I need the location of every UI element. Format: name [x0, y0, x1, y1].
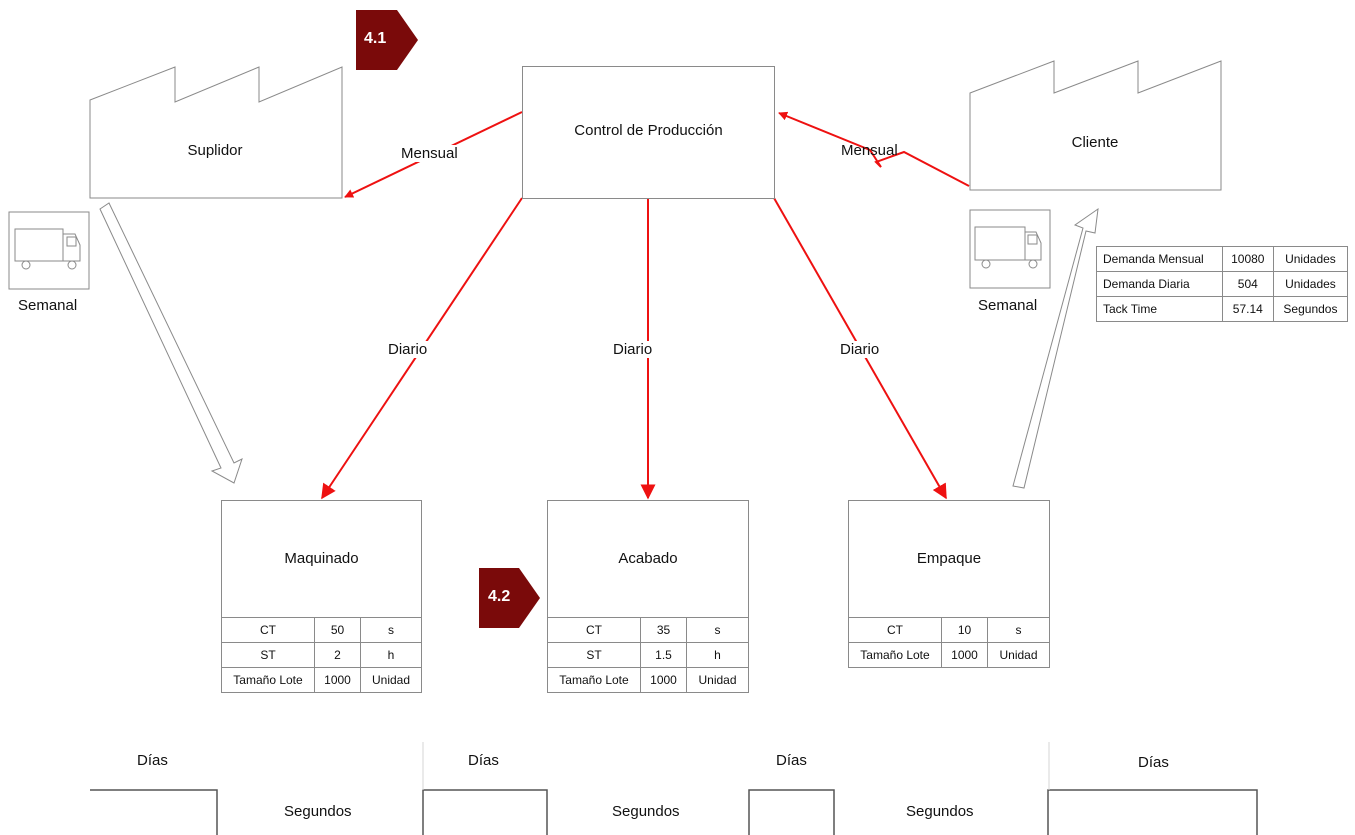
param-unit: Unidad — [686, 667, 749, 693]
table-row: CT 35 s — [547, 617, 749, 643]
param-value: 1000 — [941, 642, 988, 668]
process-box-acabado: Acabado — [547, 500, 749, 618]
demand-name: Tack Time — [1096, 296, 1223, 322]
param-name: CT — [547, 617, 641, 643]
param-value: 50 — [314, 617, 361, 643]
table-row: Tamaño Lote 1000 Unidad — [221, 667, 422, 693]
tag-4-1 — [356, 10, 418, 70]
shipment-arrow-supplier — [99, 202, 243, 484]
process-title-empaque: Empaque — [916, 550, 982, 567]
timeline — [90, 789, 1258, 835]
param-unit: s — [987, 617, 1050, 643]
param-unit: Unidad — [987, 642, 1050, 668]
flow-label-to-maquinado: Diario — [386, 341, 430, 358]
timeline-dias-label: Días — [1138, 754, 1169, 771]
truck-left-icon — [8, 211, 90, 290]
timeline-segundos-label: Segundos — [284, 803, 352, 820]
param-unit: h — [686, 642, 749, 668]
table-row: Tack Time 57.14 Segundos — [1096, 296, 1349, 322]
customer-factory-icon — [969, 60, 1222, 191]
flow-label-to-supplier: Mensual — [399, 145, 460, 162]
timeline-dividers — [422, 742, 1050, 790]
flow-line-from-customer — [778, 111, 970, 187]
timeline-segundos-label: Segundos — [612, 803, 680, 820]
param-value: 2 — [314, 642, 361, 668]
tag-4-1-label: 4.1 — [364, 30, 387, 47]
param-name: Tamaño Lote — [221, 667, 315, 693]
table-row: ST 1.5 h — [547, 642, 749, 668]
table-row: CT 50 s — [221, 617, 422, 643]
param-value: 10 — [941, 617, 988, 643]
supplier-label: Suplidor — [187, 142, 243, 159]
param-unit: s — [686, 617, 749, 643]
demand-value: 57.14 — [1221, 296, 1274, 322]
param-unit: h — [360, 642, 422, 668]
table-row: Demanda Diaria 504 Unidades — [1096, 271, 1349, 297]
demand-name: Demanda Mensual — [1096, 246, 1223, 272]
truck-right-label: Semanal — [978, 297, 1038, 314]
table-row: Tamaño Lote 1000 Unidad — [547, 667, 749, 693]
timeline-segundos-label: Segundos — [906, 803, 974, 820]
process-box-maquinado: Maquinado — [221, 500, 422, 618]
param-value: 35 — [640, 617, 687, 643]
process-table-maquinado: CT 50 s ST 2 h Tamaño Lote 1000 Unidad — [221, 617, 422, 693]
param-name: ST — [221, 642, 315, 668]
production-control-label: Control de Producción — [574, 122, 723, 139]
param-value: 1.5 — [640, 642, 687, 668]
truck-right-icon — [969, 209, 1051, 289]
param-name: CT — [848, 617, 942, 643]
flow-label-from-customer: Mensual — [841, 142, 898, 159]
production-control-box: Control de Producción — [522, 66, 775, 199]
param-unit: Unidad — [360, 667, 422, 693]
process-title-acabado: Acabado — [618, 550, 678, 567]
param-name: ST — [547, 642, 641, 668]
demand-unit: Unidades — [1272, 246, 1349, 272]
param-name: CT — [221, 617, 315, 643]
table-row: ST 2 h — [221, 642, 422, 668]
process-title-maquinado: Maquinado — [284, 550, 359, 567]
process-box-empaque: Empaque — [848, 500, 1050, 618]
table-row: Tamaño Lote 1000 Unidad — [848, 642, 1050, 668]
param-unit: s — [360, 617, 422, 643]
tag-4-2 — [479, 568, 540, 628]
process-table-empaque: CT 10 s Tamaño Lote 1000 Unidad — [848, 617, 1050, 668]
timeline-dias-label: Días — [137, 752, 168, 769]
timeline-dias-label: Días — [776, 752, 807, 769]
demand-value: 504 — [1221, 271, 1274, 297]
customer-label: Cliente — [1071, 134, 1119, 151]
truck-left-label: Semanal — [18, 297, 78, 314]
flow-label-to-empaque: Diario — [838, 341, 882, 358]
demand-table: Demanda Mensual 10080 Unidades Demanda D… — [1096, 246, 1349, 322]
param-name: Tamaño Lote — [848, 642, 942, 668]
process-table-acabado: CT 35 s ST 1.5 h Tamaño Lote 1000 Unidad — [547, 617, 749, 693]
shipment-arrow-customer — [1012, 207, 1099, 489]
flow-label-to-acabado: Diario — [611, 341, 655, 358]
demand-unit: Segundos — [1272, 296, 1349, 322]
demand-name: Demanda Diaria — [1096, 271, 1223, 297]
table-row: Demanda Mensual 10080 Unidades — [1096, 246, 1349, 272]
supplier-factory-icon — [89, 66, 343, 199]
demand-unit: Unidades — [1272, 271, 1349, 297]
table-row: CT 10 s — [848, 617, 1050, 643]
param-value: 1000 — [640, 667, 687, 693]
param-name: Tamaño Lote — [547, 667, 641, 693]
param-value: 1000 — [314, 667, 361, 693]
tag-4-2-label: 4.2 — [488, 588, 511, 605]
timeline-dias-label: Días — [468, 752, 499, 769]
demand-value: 10080 — [1221, 246, 1274, 272]
